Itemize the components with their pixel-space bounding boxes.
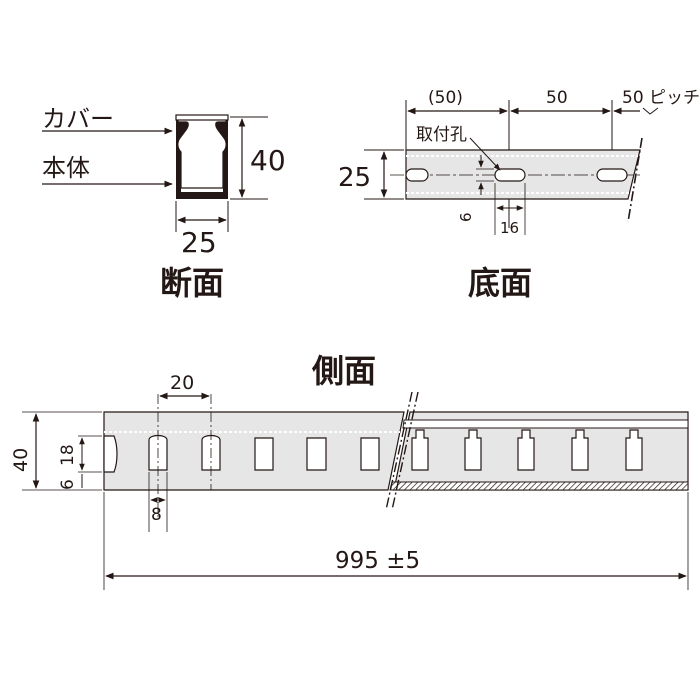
slot bbox=[254, 437, 274, 471]
cover-profile bbox=[177, 116, 227, 189]
bottom-view: (50) 50 50 ピッチ 取付孔 25 6 16 底面 bbox=[338, 88, 700, 302]
slot bbox=[411, 429, 429, 471]
pitch-value: 50 ピッチ bbox=[622, 88, 700, 108]
slots-left bbox=[148, 434, 380, 471]
cross-section-title: 断面 bbox=[160, 264, 224, 302]
width-dim-value: 25 bbox=[181, 226, 217, 259]
side-hatched-base bbox=[389, 481, 689, 491]
end-notch bbox=[103, 435, 118, 473]
slot-pitch-value: 20 bbox=[170, 372, 194, 394]
slot bbox=[517, 429, 535, 471]
mounting-hole-1 bbox=[494, 168, 526, 182]
slot bbox=[571, 429, 589, 471]
side-view: 側面 20 bbox=[10, 352, 689, 590]
cover-label: カバー bbox=[42, 105, 114, 133]
hole-leader bbox=[469, 137, 501, 171]
height-dim-value: 40 bbox=[250, 144, 286, 177]
slot bbox=[625, 429, 643, 471]
slots-right bbox=[411, 429, 643, 471]
cross-section-view: カバー 本体 40 25 断面 bbox=[42, 105, 286, 302]
side-break-line-2 bbox=[391, 391, 419, 511]
slot bbox=[464, 429, 482, 471]
length-value: 995 ±5 bbox=[335, 548, 420, 574]
side-cover-band bbox=[402, 419, 689, 429]
slot bbox=[306, 437, 327, 471]
hole-length-value: 16 bbox=[500, 219, 519, 237]
strip-width-value: 25 bbox=[338, 163, 371, 193]
body-label: 本体 bbox=[42, 154, 90, 182]
mounting-hole-2 bbox=[596, 168, 628, 182]
hole-label: 取付孔 bbox=[416, 125, 467, 145]
break-line bbox=[627, 137, 643, 223]
slot-height-value: 18 bbox=[58, 444, 78, 466]
hole-width-value: 6 bbox=[457, 212, 475, 222]
side-break-line-1 bbox=[385, 391, 413, 511]
side-height-value: 40 bbox=[10, 448, 32, 472]
slot bbox=[360, 437, 380, 471]
dim-first-value: (50) bbox=[428, 88, 463, 108]
side-view-title: 側面 bbox=[311, 352, 376, 390]
bottom-view-title: 底面 bbox=[468, 264, 532, 302]
pitch-break-mark bbox=[642, 107, 659, 115]
cover-top-flange bbox=[175, 114, 229, 121]
dim-second-value: 50 bbox=[546, 88, 568, 108]
mounting-hole-half bbox=[405, 168, 429, 182]
base-height-value: 6 bbox=[58, 479, 78, 490]
slot-width-value: 8 bbox=[151, 505, 162, 525]
